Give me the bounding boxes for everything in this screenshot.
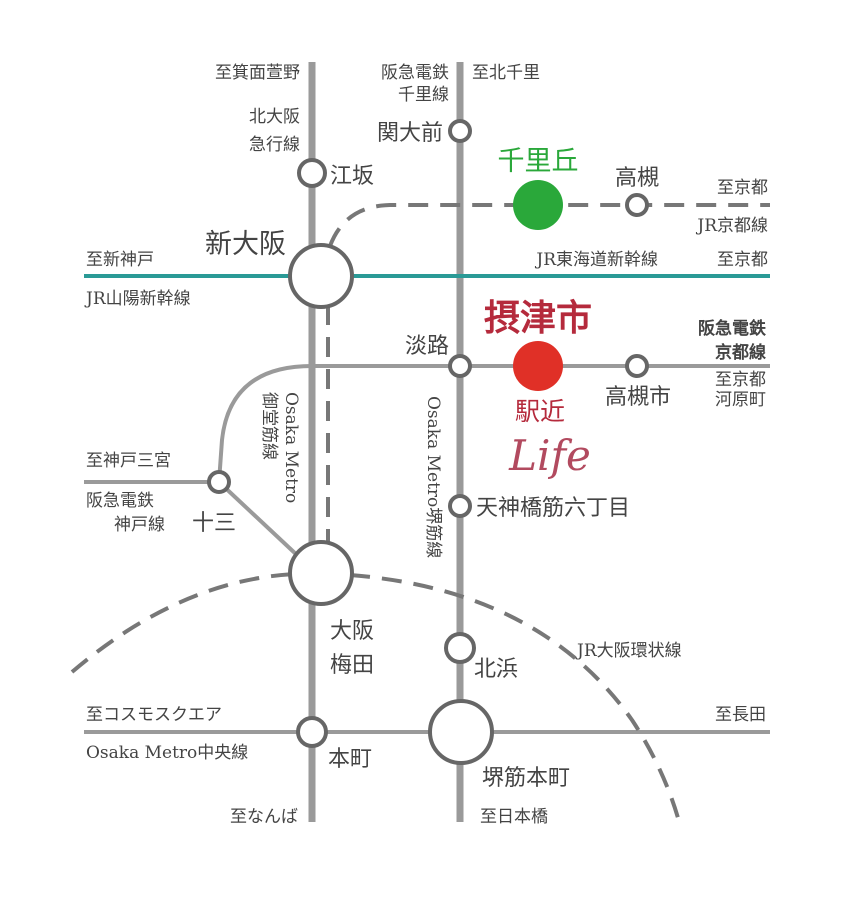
label-umeda-2: 梅田 (330, 653, 374, 678)
label-settsushi: 摂津市 (484, 297, 592, 339)
station-senrioka[interactable] (513, 180, 563, 230)
station-tenjimbashisuji[interactable] (448, 494, 472, 518)
dir-shin-kobe: 至新神戸 (86, 250, 154, 270)
line-hankyu-kobe-2: 神戸線 (114, 515, 165, 535)
line-jr-loop: JR大阪環状線 (575, 641, 682, 661)
line-jr-kyoto: JR京都線 (695, 216, 768, 236)
line-kita-osaka-1: 北大阪 (249, 107, 300, 127)
station-takatsuki[interactable] (625, 193, 649, 217)
line-hankyu-kyoto-1: 阪急電鉄 (698, 318, 766, 339)
line-sakaisuji: Osaka Metro堺筋線 (423, 396, 443, 558)
jr-loop-west (70, 572, 296, 674)
label-jusou: 十三 (192, 511, 236, 536)
line-hankyu-senri-1: 阪急電鉄 (381, 63, 449, 83)
station-kandaimae[interactable] (448, 119, 472, 143)
label-kitahama: 北浜 (474, 657, 518, 682)
station-sakaisuji-hommachi[interactable] (428, 699, 494, 765)
dir-kyoto-kawaramachi-1: 至京都 (715, 370, 766, 390)
line-hankyu-kobe-1: 阪急電鉄 (86, 491, 154, 511)
label-tenjimbashisuji: 天神橋筋六丁目 (476, 496, 630, 521)
station-takatsukishi[interactable] (625, 354, 649, 378)
dir-namba: 至なんば (230, 807, 298, 827)
dir-nagata: 至長田 (715, 705, 766, 725)
station-shin-osaka[interactable] (288, 243, 354, 309)
brand-life: Life (508, 431, 591, 480)
line-midosuji-2: 御堂筋線 (259, 392, 279, 460)
station-awaji[interactable] (448, 354, 472, 378)
label-hommachi: 本町 (328, 747, 372, 772)
label-sakaisuji-hommachi: 堺筋本町 (482, 766, 570, 791)
dir-kita-senri: 至北千里 (472, 63, 540, 83)
label-shin-osaka: 新大阪 (205, 229, 286, 260)
label-awaji: 淡路 (405, 334, 449, 359)
label-kandaimae: 関大前 (377, 121, 443, 146)
hankyu-curve (217, 364, 313, 483)
jr-kyoto-line (328, 203, 770, 247)
line-sanyo-shinkansen: JR山陽新幹線 (84, 288, 191, 309)
label-takatsukishi: 高槻市 (605, 385, 671, 410)
dir-minoh-kayano: 至箕面萱野 (215, 63, 300, 83)
station-esaka[interactable] (297, 158, 327, 188)
station-hommachi[interactable] (296, 716, 328, 748)
label-takatsuki: 高槻 (615, 166, 659, 191)
station-umeda[interactable] (288, 540, 354, 606)
dir-kyoto-jr: 至京都 (717, 178, 768, 198)
label-umeda-1: 大阪 (330, 619, 374, 644)
station-settsushi[interactable] (513, 341, 563, 391)
line-kita-osaka-2: 急行線 (249, 135, 300, 155)
line-hankyu-senri-2: 千里線 (398, 85, 449, 105)
label-esaka: 江坂 (330, 164, 374, 189)
line-midosuji-1: Osaka Metro (281, 392, 301, 503)
station-jusou[interactable] (207, 470, 231, 494)
jr-loop-east (349, 573, 682, 826)
dir-nippombashi: 至日本橋 (480, 807, 548, 827)
line-hankyu-kyoto-2: 京都線 (715, 342, 766, 363)
station-kitahama[interactable] (444, 632, 476, 664)
dir-kyoto-kawaramachi-2: 河原町 (715, 390, 766, 410)
dir-kyoto-shinkansen: 至京都 (717, 250, 768, 270)
brand-ekichika: 駅近 (515, 397, 565, 426)
line-tokaido-shinkansen: JR東海道新幹線 (534, 249, 658, 270)
dir-cosmo-square: 至コスモスクエア (86, 705, 222, 725)
label-senrioka: 千里丘 (498, 146, 579, 177)
dir-kobe-sannomiya: 至神戸三宮 (86, 451, 171, 471)
jusou-umeda-line (217, 480, 300, 558)
line-chuo: Osaka Metro中央線 (86, 743, 248, 763)
